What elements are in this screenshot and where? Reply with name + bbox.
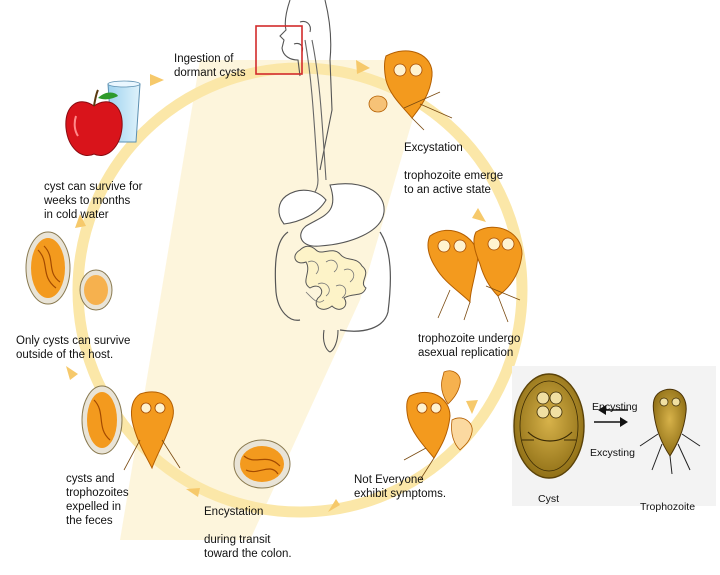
human-head-outline — [279, 0, 333, 171]
encystation-cyst — [233, 439, 291, 489]
inset-encysting-text: Encysting — [592, 401, 638, 413]
label-outside-host-text: Only cysts can survive outside of the ho… — [16, 335, 131, 361]
label-encystation-desc: during transit toward the colon. — [204, 534, 292, 560]
label-excystation-title: Excystation — [404, 142, 463, 154]
inset-panel — [512, 366, 716, 506]
symptom-trophozoites — [403, 370, 473, 481]
label-symptoms-text: Not Everyone exhibit symptoms. — [354, 474, 447, 500]
inset-trophozoite-text: Trophozoite — [640, 501, 696, 513]
label-encystation: Encystation during transit toward the co… — [204, 491, 292, 575]
inset-label-encysting: Encysting — [592, 386, 638, 428]
large-intestine — [274, 231, 391, 332]
label-expelled: cysts and trophozoites expelled in the f… — [66, 458, 129, 542]
esophagus — [311, 39, 327, 181]
encysting-arrowhead — [598, 405, 606, 415]
inset-label-excysting: Excysting — [590, 432, 635, 474]
label-symptoms: Not Everyone exhibit symptoms. — [354, 459, 446, 515]
label-excystation: Excystation trophozoite emerge to an act… — [404, 127, 503, 211]
cycle-arrow — [472, 208, 486, 222]
liver — [278, 189, 327, 225]
cyst-cluster-left — [25, 231, 113, 311]
label-encystation-title: Encystation — [204, 506, 264, 518]
cycle-ring — [72, 62, 528, 518]
excystation-trophozoite — [368, 50, 453, 131]
rectum — [322, 329, 339, 353]
cycle-arrow — [186, 488, 200, 497]
cycle-arrow — [75, 214, 86, 228]
expelled-organisms — [81, 385, 181, 471]
label-cold-water: cyst can survive for weeks to months in … — [44, 166, 142, 236]
cycle-arrows — [66, 60, 486, 512]
inset-label-cyst: Cyst — [538, 478, 559, 520]
cycle-arrow — [328, 499, 340, 512]
inset-excysting-text: Excysting — [590, 447, 635, 459]
giardia-life-cycle-diagram — [25, 0, 716, 540]
dividing-trophozoite — [427, 226, 523, 323]
label-replication: trophozoite undergo asexual replication — [418, 318, 520, 374]
label-ingestion: Ingestion of dormant cysts — [174, 38, 246, 94]
small-intestine — [294, 245, 367, 310]
cycle-arrow — [466, 400, 478, 414]
cycle-arrow — [356, 60, 370, 74]
stomach — [300, 183, 385, 247]
inset-cyst-illustration — [513, 373, 585, 479]
inset-label-trophozoite: Trophozoite — [640, 486, 695, 528]
cycle-arrow — [150, 74, 164, 86]
ingestion-highlight-box — [255, 25, 303, 75]
label-replication-text: trophozoite undergo asexual replication — [418, 333, 521, 359]
inset-cyst-text: Cyst — [538, 493, 559, 505]
label-expelled-text: cysts and trophozoites expelled in the f… — [66, 473, 129, 527]
excysting-arrowhead — [620, 417, 628, 427]
cycle-arrow — [66, 366, 78, 380]
label-outside-host: Only cysts can survive outside of the ho… — [16, 320, 130, 376]
intestine-coils — [305, 259, 355, 303]
label-ingestion-text: Ingestion of dormant cysts — [174, 53, 246, 79]
background-wedge — [120, 60, 430, 540]
label-excystation-desc: trophozoite emerge to an active state — [404, 170, 504, 196]
apple-icon — [65, 89, 123, 156]
label-cold-water-text: cyst can survive for weeks to months in … — [44, 181, 143, 221]
